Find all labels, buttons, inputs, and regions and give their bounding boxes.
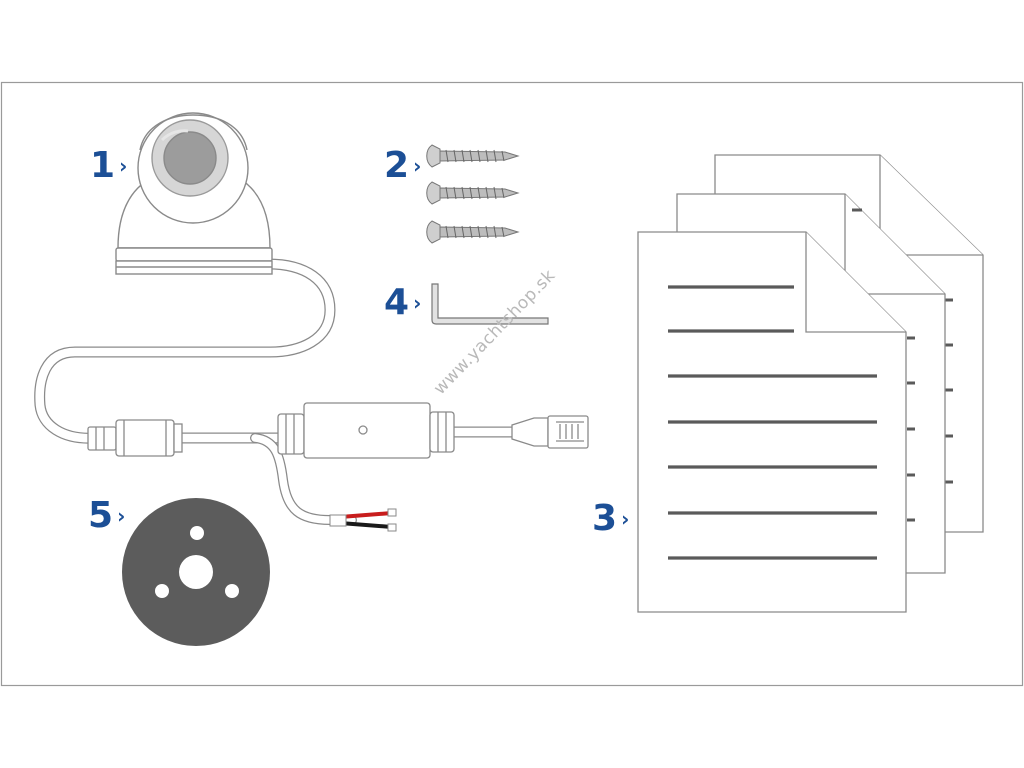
gasket-icon — [122, 498, 270, 646]
document-icon — [637, 231, 907, 613]
document-text-lines — [668, 285, 877, 560]
callout-number: 3 — [592, 498, 618, 539]
cable-connector — [87, 419, 183, 457]
chevron-right-icon: › — [413, 154, 422, 178]
screw-icon — [426, 181, 520, 205]
documents-stack — [637, 154, 984, 613]
rj45-plug-icon — [511, 415, 589, 449]
callout-1: 1› — [90, 147, 127, 184]
screw-icon — [426, 144, 520, 168]
chevron-right-icon: › — [117, 504, 126, 528]
callout-number: 1 — [90, 145, 116, 186]
callout-number: 5 — [88, 495, 114, 536]
dome-camera-icon — [115, 112, 273, 275]
power-wires — [329, 508, 397, 532]
chevron-right-icon: › — [119, 154, 128, 178]
chevron-right-icon: › — [621, 507, 630, 531]
callout-number: 2 — [384, 145, 410, 186]
hex-key-icon — [431, 283, 549, 325]
callout-number: 4 — [384, 282, 410, 323]
callout-5: 5› — [88, 497, 125, 534]
screw-icon — [426, 220, 520, 244]
callout-3: 3› — [592, 500, 629, 537]
camera-cable — [34, 258, 518, 525]
chevron-right-icon: › — [413, 291, 422, 315]
screws — [426, 144, 520, 244]
callout-4: 4› — [384, 284, 421, 321]
junction-box — [277, 402, 455, 459]
callout-2: 2› — [384, 147, 421, 184]
